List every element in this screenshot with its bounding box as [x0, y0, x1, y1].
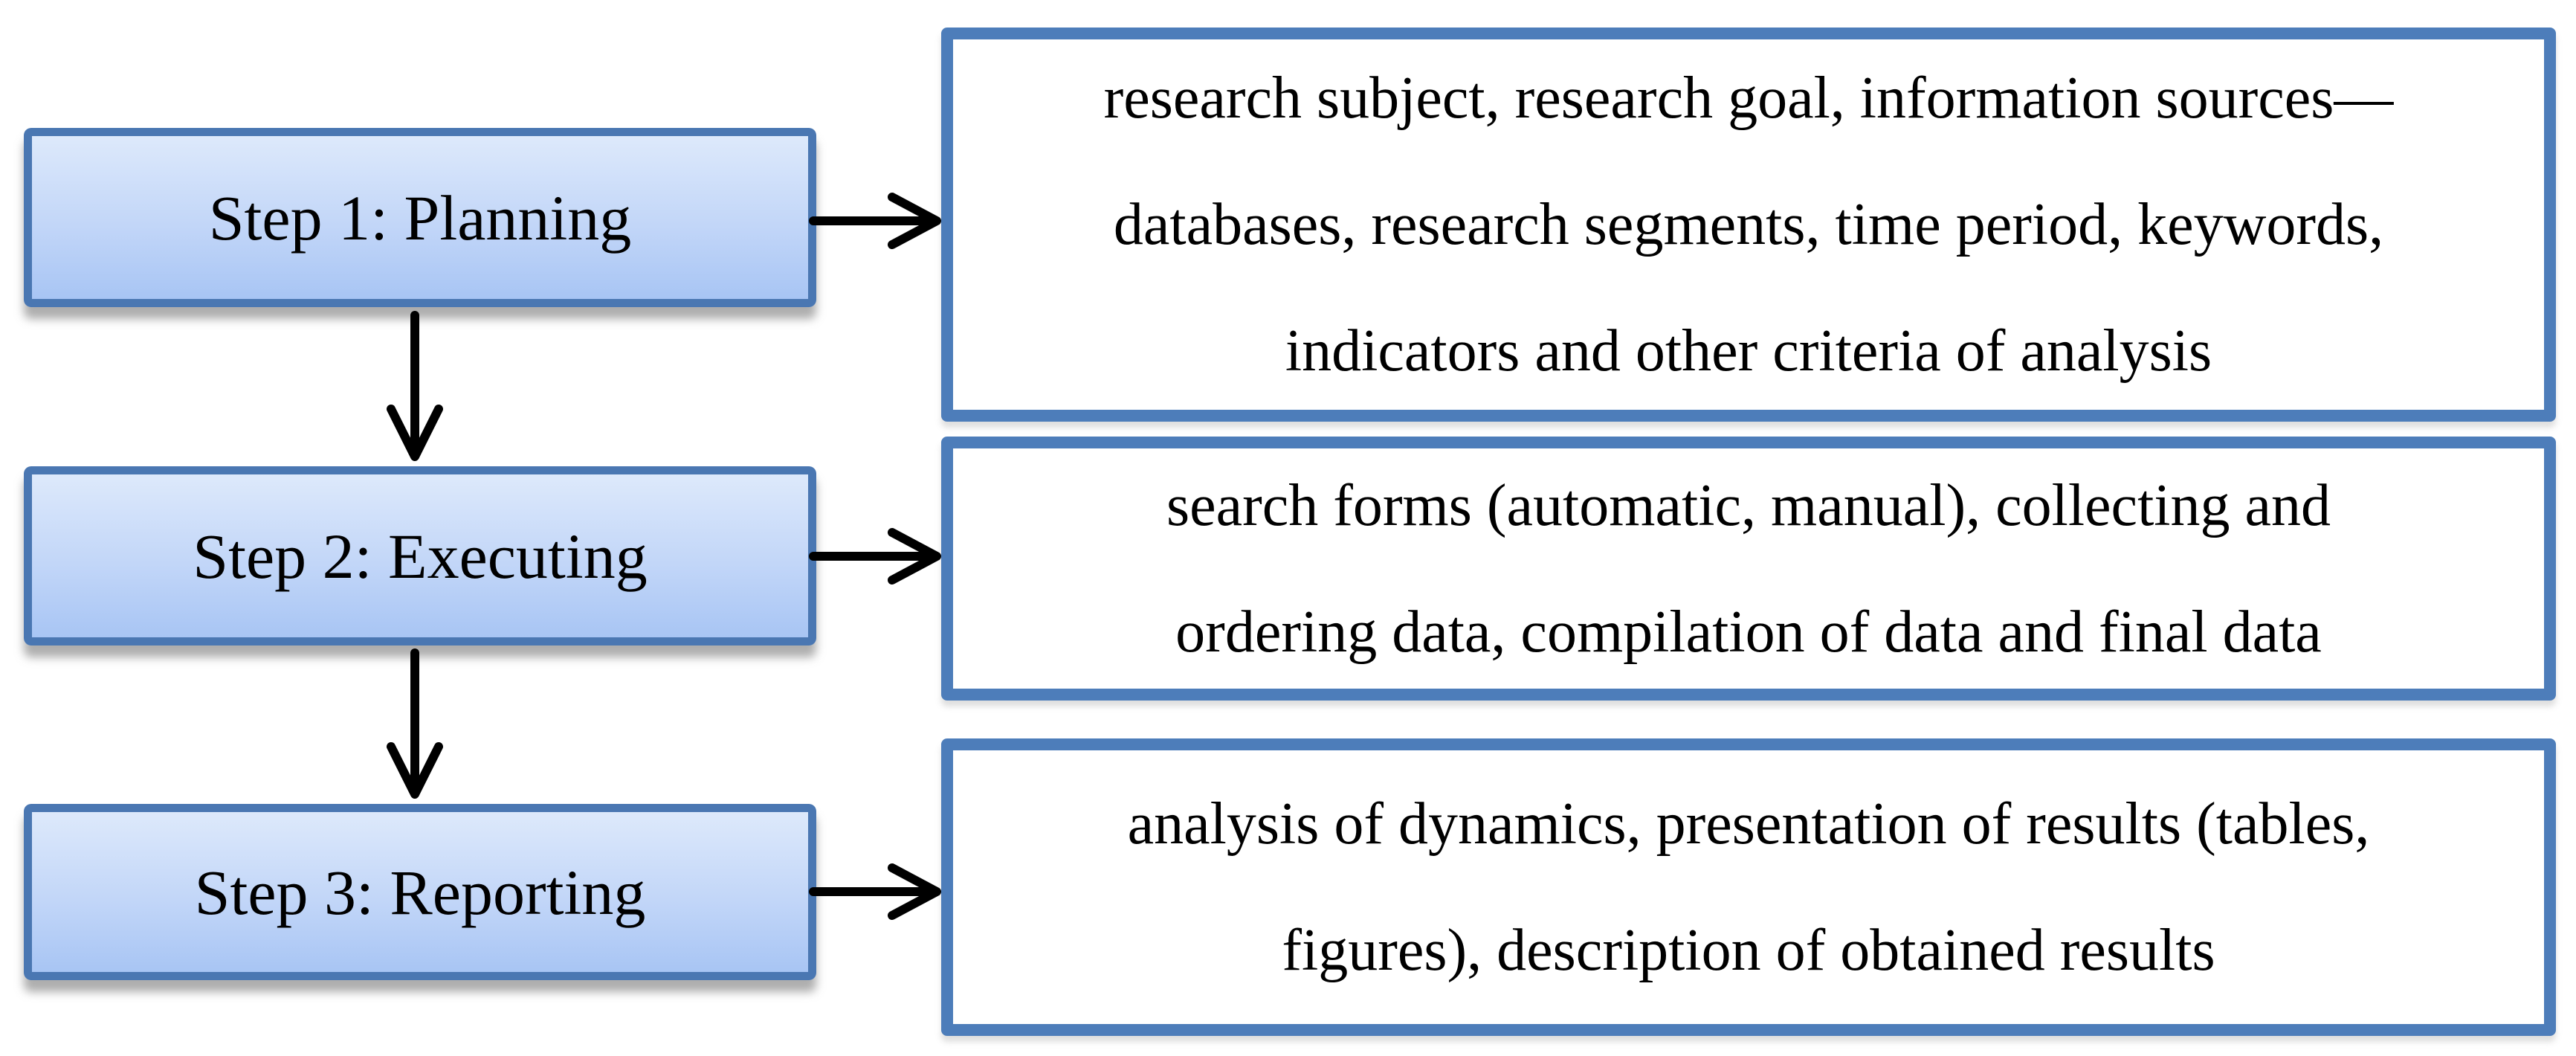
detail-1-line-1: research subject, research goal, informa…: [1103, 65, 2394, 131]
detail-2-line-2: ordering data, compilation of data and f…: [1175, 599, 2322, 665]
arrow-step3-to-detail3-icon: [809, 863, 941, 920]
detail-3-box: analysis of dynamics, presentation of re…: [941, 738, 2556, 1036]
step-1-box: Step 1: Planning: [24, 128, 816, 307]
detail-2-line-1: search forms (automatic, manual), collec…: [1166, 472, 2331, 538]
detail-1-line-2: databases, research segments, time perio…: [1113, 192, 2384, 257]
step-3-box: Step 3: Reporting: [24, 804, 816, 980]
arrow-step2-to-detail2-icon: [809, 528, 941, 585]
step-1-label: Step 1: Planning: [208, 181, 632, 254]
detail-3-line-1: analysis of dynamics, presentation of re…: [1127, 791, 2370, 857]
step-2-box: Step 2: Executing: [24, 466, 816, 645]
arrow-step1-to-step2-icon: [387, 311, 443, 461]
detail-2-box: search forms (automatic, manual), collec…: [941, 437, 2556, 701]
detail-1-box: research subject, research goal, informa…: [941, 28, 2556, 422]
detail-3-line-2: figures), description of obtained result…: [1282, 918, 2215, 983]
step-2-label: Step 2: Executing: [193, 520, 648, 592]
detail-1-line-3: indicators and other criteria of analysi…: [1285, 318, 2212, 384]
arrow-step2-to-step3-icon: [387, 648, 443, 799]
arrow-step1-to-detail1-icon: [809, 193, 941, 249]
step-3-label: Step 3: Reporting: [194, 856, 646, 928]
